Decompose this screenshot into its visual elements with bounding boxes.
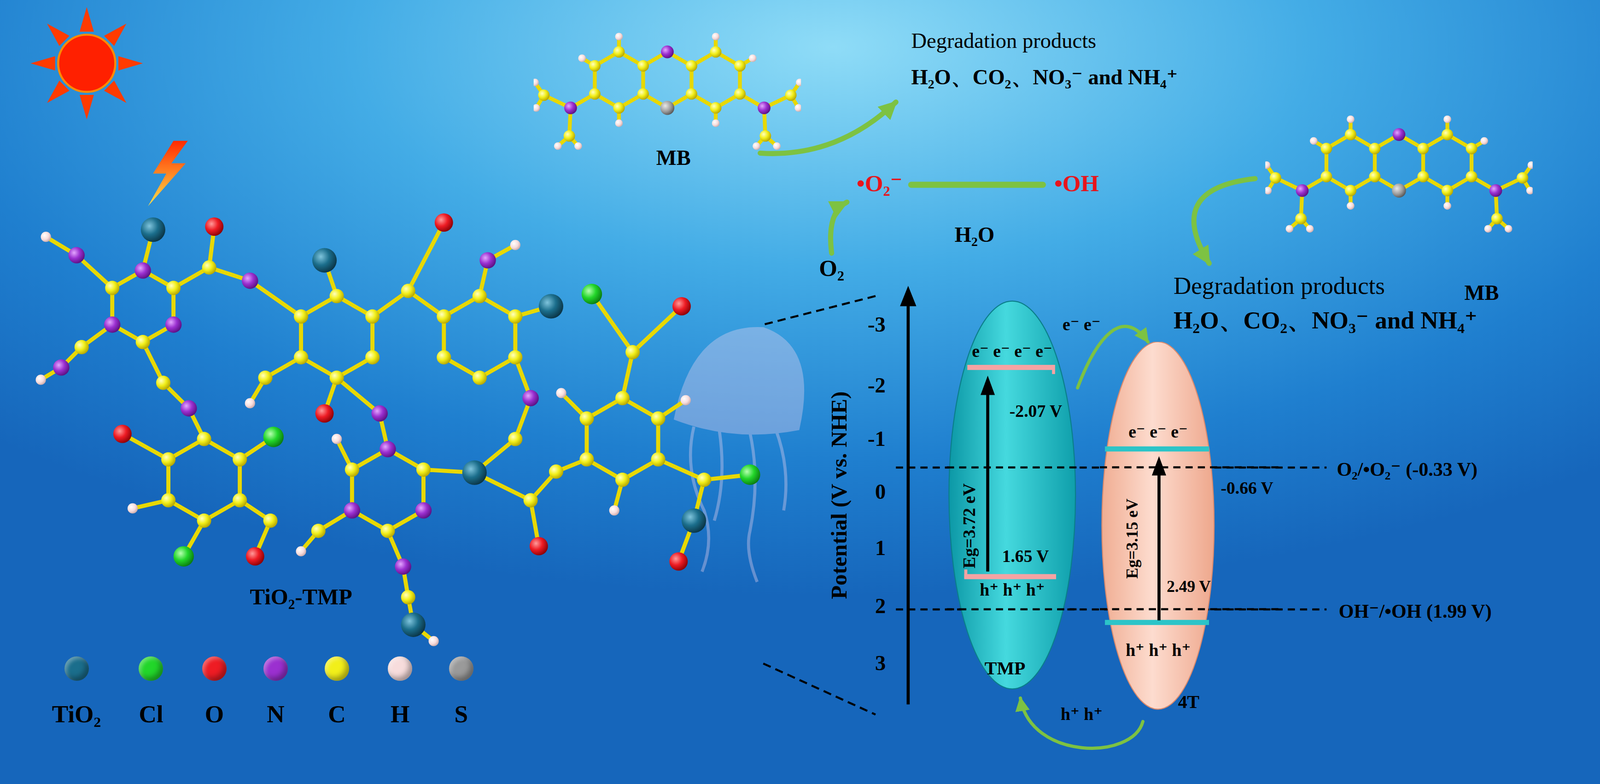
potential-level-label: O₂/•O₂⁻ (-0.33 V)	[1336, 458, 1478, 481]
axis-tick: 2	[875, 593, 886, 619]
material-name: 4T	[1178, 691, 1200, 713]
product-formula: H₂O、CO₂、NO₃⁻ and NH₄⁺	[910, 64, 1178, 90]
radical-label: •OH	[1054, 169, 1099, 198]
axis-title: Potential (V vs. NHE)	[825, 391, 852, 599]
band-gap: Eg=3.72 eV	[959, 483, 980, 569]
axis-tick: -3	[867, 312, 886, 338]
legend-label: H	[390, 700, 410, 729]
edge-label: h⁺ h⁺	[1060, 704, 1103, 725]
legend-label: TiO₂	[52, 700, 102, 729]
legend-swatch	[324, 656, 350, 681]
reactant-label: H₂O	[954, 222, 995, 248]
reaction-arrows	[760, 102, 1256, 264]
molecule-label: TiO₂-TMP	[250, 583, 353, 610]
electron-label: e⁻ e⁻ e⁻ e⁻	[971, 341, 1053, 362]
product-formula: H₂O、CO₂、NO₃⁻ and NH₄⁺	[1173, 306, 1478, 335]
band-potential: 1.65 V	[1002, 546, 1050, 567]
legend-swatch	[202, 656, 227, 681]
axis-tick: 3	[875, 650, 886, 676]
hole-label: h⁺ h⁺ h⁺	[979, 579, 1045, 600]
molecule-label: MB	[656, 145, 691, 171]
axis-tick: -1	[867, 426, 886, 452]
legend-swatch	[387, 656, 413, 681]
legend-label: Cl	[138, 700, 164, 729]
band-potential: -0.66 V	[1220, 478, 1273, 498]
radical-label: •O₂⁻	[856, 169, 903, 198]
tio2-tmp-molecule	[35, 213, 761, 647]
legend-swatch	[64, 656, 89, 681]
band-potential: 2.49 V	[1166, 577, 1211, 596]
axis-tick: 1	[875, 535, 886, 561]
material-name: TMP	[984, 657, 1026, 679]
transfer-arrow	[1020, 697, 1144, 748]
product-heading: Degradation products	[1173, 271, 1385, 300]
molecule-label: MB	[1464, 280, 1499, 306]
reactant-label: O₂	[818, 254, 845, 282]
legend-swatch	[138, 656, 164, 681]
band-gap: Eg=3.15 eV	[1123, 498, 1143, 579]
sun-icon	[30, 7, 143, 120]
band-ellipse: e⁻ e⁻ e⁻ -0.66 V Eg=3.15 eV 2.49 V h⁺ h⁺ h⁺ 4…	[1099, 341, 1282, 722]
legend-swatch	[263, 656, 288, 681]
legend-swatch	[449, 656, 474, 681]
product-heading: Degradation products	[910, 28, 1097, 54]
axis-tick: 0	[875, 479, 886, 505]
hole-label: h⁺ h⁺ h⁺	[1125, 640, 1191, 660]
electron-label: e⁻ e⁻ e⁻	[1128, 421, 1188, 442]
legend-label: N	[266, 700, 285, 729]
potential-level-label: OH⁻/•OH (1.99 V)	[1338, 600, 1492, 623]
edge-label: e⁻ e⁻	[1062, 314, 1101, 335]
mb-molecule	[1262, 115, 1536, 233]
jellyfish-decoration	[675, 328, 803, 582]
legend-label: O	[204, 700, 224, 729]
zoom-lines	[763, 296, 876, 715]
potential-axis	[899, 286, 917, 705]
legend-label: C	[327, 700, 346, 729]
legend-label: S	[454, 700, 468, 729]
mb-molecule	[531, 32, 804, 150]
lightning-bolt	[147, 140, 188, 207]
band-potential: -2.07 V	[1009, 401, 1063, 421]
band-ellipse: e⁻ e⁻ e⁻ e⁻ -2.07 V Eg=3.72 eV 1.65 V h⁺ h⁺ …	[946, 297, 1078, 699]
axis-tick: -2	[867, 373, 886, 398]
